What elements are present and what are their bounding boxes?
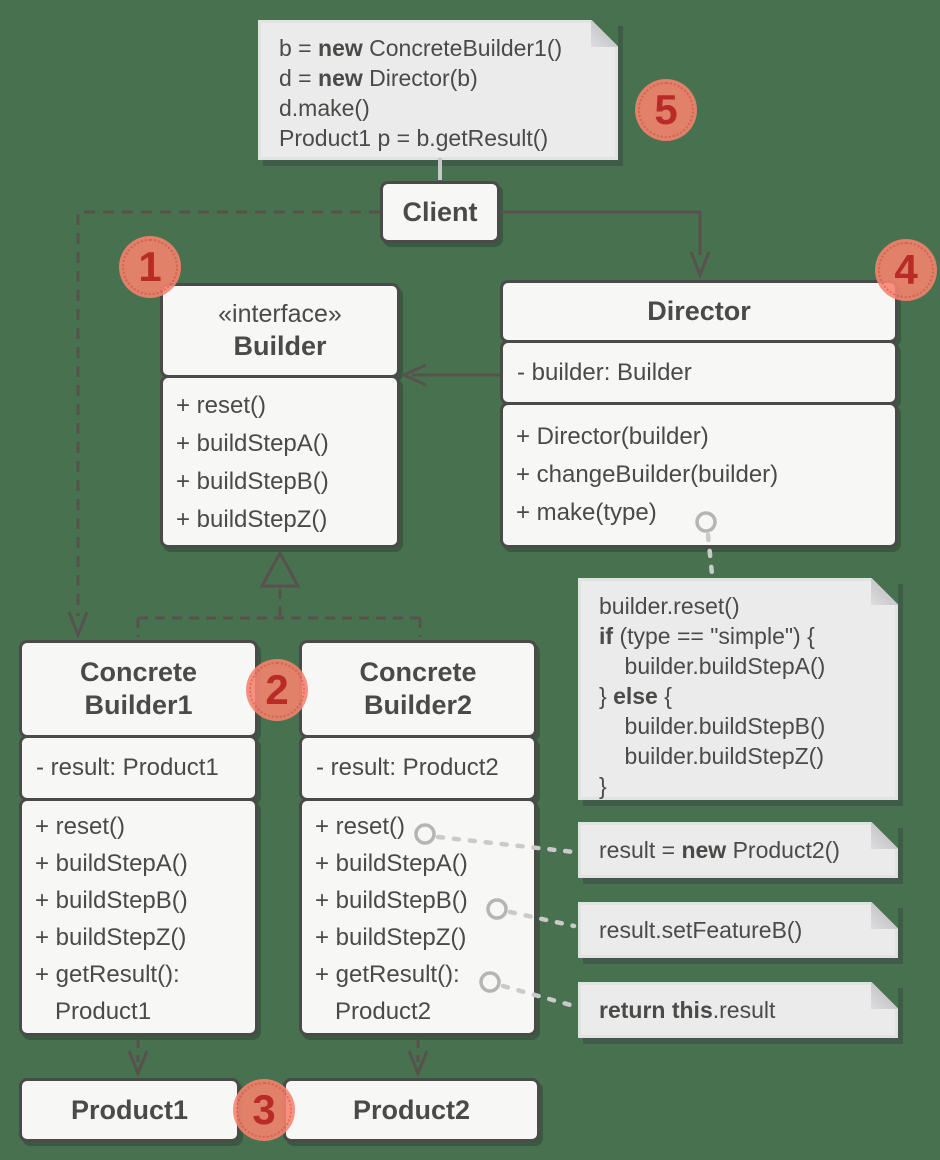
builder1-to-product1-arrowhead [127,1050,149,1077]
builders-to-products-dashed-lines [136,1039,420,1062]
note-reset-implementation-text: result = new Product2() [599,837,840,863]
note-get-result-implementation: return this.result [578,982,898,1038]
step-badge-5-number: 5 [654,86,678,133]
class-product1: Product1 [19,1078,240,1142]
note-make-implementation: builder.reset()if (type == "simple") { b… [578,578,898,800]
concrete-builder2-methods: + reset()+ buildStepA()+ buildStepB()+ b… [299,798,537,1036]
class-builder-interface: «interface» Builder + reset()+ buildStep… [160,283,400,548]
director-header: Director [500,280,898,343]
note-client-code: b = new ConcreteBuilder1()d = new Direct… [258,20,618,160]
director-attributes: - builder: Builder [500,340,898,405]
step-badge-1: 1 [119,236,181,298]
step-badge-5: 5 [635,79,697,141]
note-get-result-text: return this.result [599,997,776,1023]
builder-title: Builder [233,331,327,361]
step-badge-1-number: 1 [138,243,162,290]
concrete-builder1-attributes: - result: Product1 [19,735,258,801]
note-fold-corner [871,822,898,849]
step-badge-4: 4 [875,239,937,301]
director-title: Director [647,296,751,326]
client-to-director-arrowhead [689,251,711,280]
note-build-step-b-implementation: result.setFeatureB() [578,902,898,958]
class-client-title: Client [402,196,478,227]
director-to-builder-arrowhead [400,363,427,387]
realization-triangle [259,549,301,588]
builder2-to-product2-arrowhead [407,1050,429,1077]
step-badge-3: 3 [233,1079,295,1141]
note-fold-corner [871,982,898,1009]
note-reset-implementation: result = new Product2() [578,822,898,878]
note-build-step-b-text: result.setFeatureB() [599,917,803,943]
class-director: Director - builder: Builder + Director(b… [500,280,898,548]
class-product2-title: Product2 [352,1094,471,1125]
director-methods: + Director(builder)+ changeBuilder(build… [500,402,898,548]
client-to-concrete-builder1-arrowhead [67,611,89,640]
note-make-implementation-text: builder.reset()if (type == "simple") { b… [599,593,826,799]
step-badge-2-number: 2 [265,666,289,713]
step-badge-4-number: 4 [894,246,918,293]
concrete-builder2-attributes: - result: Product2 [299,735,537,801]
builder-methods: + reset()+ buildStepA()+ buildStepB()+ b… [160,375,400,548]
builder-stereotype: «interface» [218,300,342,328]
note-client-code-text: b = new ConcreteBuilder1()d = new Direct… [279,35,563,151]
note-fold-corner [871,578,898,605]
realization-dashed-lines [136,589,422,637]
client-to-director-line [500,210,702,255]
class-product1-title: Product1 [70,1094,189,1125]
class-client: Client [380,181,500,243]
class-product2: Product2 [283,1078,540,1142]
builder-header: «interface» Builder [160,283,400,378]
step-badge-3-number: 3 [252,1086,276,1133]
note-fold-corner [871,902,898,929]
note-fold-corner [591,20,618,47]
concrete-builder1-methods: + reset()+ buildStepA()+ buildStepB()+ b… [19,798,258,1036]
step-badge-2: 2 [246,659,308,721]
